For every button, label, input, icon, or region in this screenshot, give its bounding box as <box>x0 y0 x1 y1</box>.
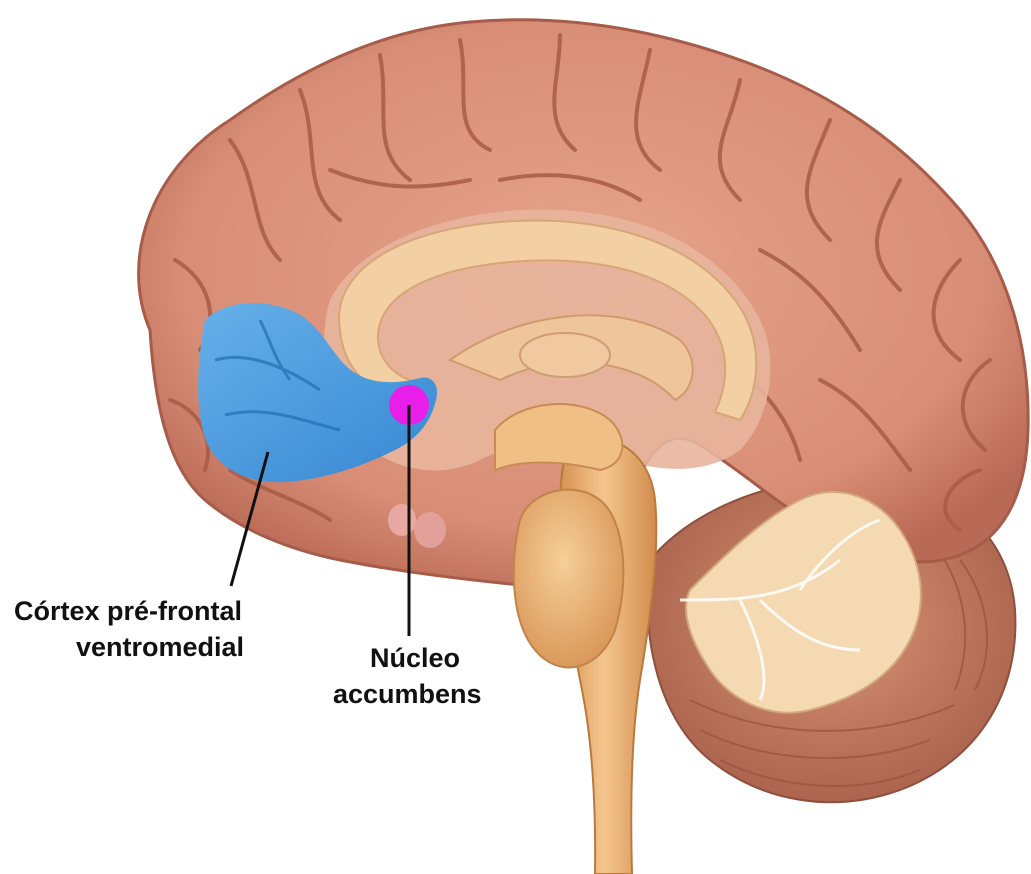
nacc-label-line1: Núcleo <box>370 641 460 675</box>
vmpfc-label-line1: Córtex pré-frontal <box>14 594 242 628</box>
nacc-label-line2: accumbens <box>333 677 482 711</box>
vmpfc-label-line2: ventromedial <box>76 630 244 664</box>
thalamus <box>520 333 610 377</box>
pons <box>514 490 624 668</box>
